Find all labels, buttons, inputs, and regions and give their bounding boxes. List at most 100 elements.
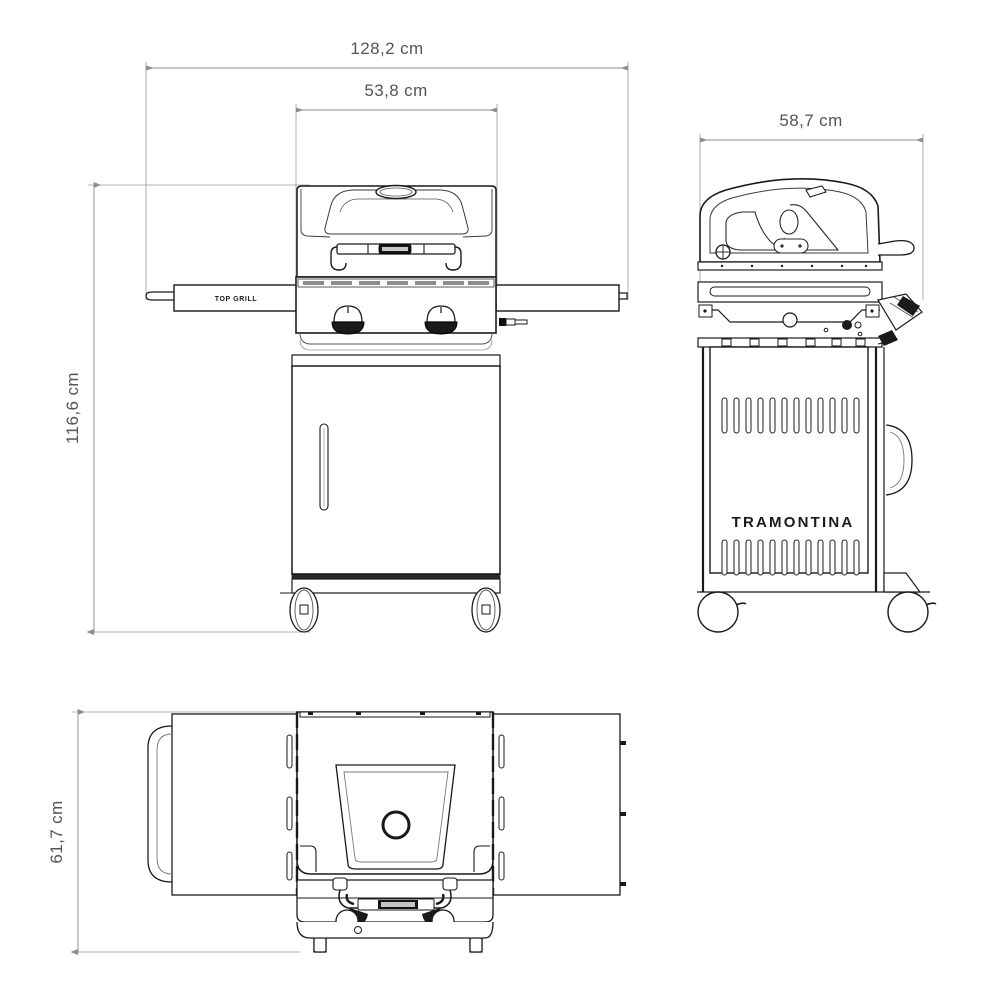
control-knob-left[interactable] (331, 305, 365, 335)
lid-handle (330, 243, 462, 271)
louver-slot (805, 397, 812, 434)
control-knob-right[interactable] (424, 305, 458, 335)
grill-lid-profile (699, 178, 915, 263)
right-side-shelf-top (492, 713, 626, 896)
wheel-left-hub (299, 604, 309, 615)
bracket-bolt-right (870, 309, 874, 313)
small-bolt-2 (823, 327, 829, 333)
top-rail-dots (720, 264, 868, 268)
rail-mark (476, 712, 481, 715)
burner-slot (331, 281, 352, 285)
dimension-label-overall-depth-top: 61,7 cm (47, 800, 66, 863)
bracket-bolt-left (703, 309, 707, 313)
top-plan-view: 61,7 cm (47, 708, 626, 956)
dimension-label-body-width: 53,8 cm (364, 81, 427, 100)
hinge-slots-left (286, 734, 293, 881)
lid-outline (296, 185, 497, 278)
left-side-shelf: TOP GRILL (145, 284, 298, 312)
knob-cap (426, 305, 456, 323)
rear-wheel-right (887, 591, 929, 633)
rear-rail-marks (308, 712, 481, 715)
louver-slot (817, 397, 824, 434)
lid-notch-left (300, 845, 317, 872)
bracket-arm (877, 340, 891, 345)
hinge-slot (286, 851, 293, 881)
gas-tank-bracket (877, 293, 923, 346)
lid-notch-right (473, 845, 490, 872)
louver-slot (829, 539, 836, 576)
pan-circle-vent (782, 312, 798, 328)
louver-slot (781, 397, 788, 434)
lid-profile-knob (779, 209, 799, 235)
rail-dot (780, 264, 784, 268)
rear-cabinet-panel: TRAMONTINA (701, 346, 913, 592)
right-side-shelf (495, 284, 628, 312)
lid-profile-inner (709, 187, 869, 254)
right-shelf-tabs (620, 741, 626, 886)
cabinet (280, 354, 501, 594)
louver-slot (745, 539, 752, 576)
louver-slot (853, 397, 860, 434)
rail-mark (356, 712, 361, 715)
caster-right (469, 937, 483, 953)
hinge-slot (286, 796, 293, 831)
grease-tray-slot (709, 286, 871, 297)
rail-mark (308, 712, 313, 715)
lid-top-rear-rail (299, 711, 491, 718)
right-shelf-body (495, 284, 620, 312)
trapezoid-recess-inner (343, 771, 449, 863)
grill-lid-top (295, 711, 495, 895)
tramontina-brand-label: TRAMONTINA (732, 514, 855, 531)
igniter-knob[interactable] (842, 320, 852, 330)
burner-slot (443, 281, 464, 285)
left-shelf-plate (171, 713, 298, 896)
vent-slot (777, 338, 788, 347)
left-shelf-end-handle (145, 291, 174, 301)
handle-mount-right (442, 877, 458, 891)
left-side-shelf-top (147, 713, 298, 896)
chassis-bolt (354, 926, 362, 934)
bracket-dark-tab-2 (878, 330, 898, 346)
louver-slot (769, 397, 776, 434)
badge-dot-left (780, 244, 784, 248)
burner-slot (387, 281, 408, 285)
side-rail-handle (885, 424, 913, 496)
dimension-body-width: 53,8 cm (295, 81, 498, 300)
oval-lid-vent (375, 184, 417, 200)
caster-frame (296, 921, 494, 953)
bracket-dark-tab (897, 296, 920, 316)
handle-grip-right (435, 893, 445, 906)
louver-slot (733, 397, 740, 434)
lid-vent-tab (805, 185, 827, 198)
shelf-tab (620, 812, 626, 816)
louver-slot (793, 539, 800, 576)
handle-badge-inner (382, 247, 408, 251)
bracket-line-2 (889, 302, 915, 319)
louver-slot (817, 539, 824, 576)
knob-cap (333, 305, 363, 323)
connector-nut (505, 318, 516, 326)
shelf-tab (620, 882, 626, 886)
vent-slot (721, 338, 732, 347)
vent-slot (749, 338, 760, 347)
louver-slot (841, 539, 848, 576)
lid-profile-badge (773, 238, 809, 254)
rear-base-gusset (883, 572, 922, 593)
panel-lower-curve-2 (299, 339, 493, 351)
hinge-slots-right (498, 734, 505, 881)
vent-slots (721, 338, 866, 347)
handle-left-bracket (330, 246, 347, 271)
louver-slot (721, 397, 728, 434)
shelf-tab (620, 741, 626, 745)
igniter-ring (854, 321, 862, 329)
cabinet-base-strip (291, 573, 501, 580)
caster-left (313, 937, 327, 953)
right-shelf-end-tab (619, 292, 628, 300)
panel-lower-curve (299, 332, 493, 345)
left-shelf-handle-inner (156, 733, 173, 875)
rail-mark (420, 712, 425, 715)
hinge-slot (498, 796, 505, 831)
rail-dot (720, 264, 724, 268)
rear-base-and-wheels (697, 572, 937, 633)
dimension-overall-width: 128,2 cm (145, 39, 629, 300)
